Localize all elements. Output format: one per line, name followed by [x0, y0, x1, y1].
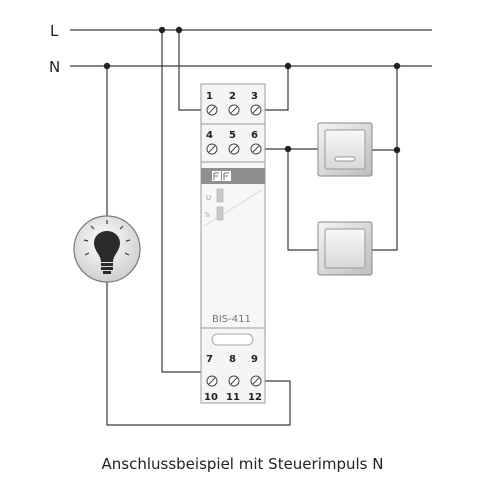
terminal-4-label: 4 — [206, 130, 213, 141]
terminal-10-label: 10 — [204, 392, 218, 403]
line-label-l: L — [50, 22, 59, 40]
terminal-7-label: 7 — [206, 354, 213, 365]
screw-terminal-1 — [206, 104, 218, 116]
brand-logo-icon — [212, 171, 231, 181]
indicator-led-relay — [216, 206, 224, 221]
screw-terminal-6 — [250, 143, 262, 155]
screw-terminal-10 — [206, 375, 218, 387]
push-button-switch-2 — [317, 221, 373, 276]
screw-terminal-2 — [228, 104, 240, 116]
screw-terminal-3 — [250, 104, 262, 116]
screw-terminal-11 — [228, 375, 240, 387]
junction-dots — [103, 26, 401, 154]
terminal-3-label: 3 — [251, 91, 258, 102]
terminal-2-label: 2 — [229, 91, 236, 102]
switch-indicator-icon — [334, 156, 356, 162]
terminal-11-label: 11 — [226, 392, 240, 403]
light-bulb-icon — [73, 215, 141, 283]
terminal-12-label: 12 — [248, 392, 262, 403]
relay-contact-icon — [204, 211, 210, 217]
diagram-caption: Anschlussbeispiel mit Steuerimpuls N — [101, 455, 384, 473]
terminal-6-label: 6 — [251, 130, 258, 141]
screw-terminal-4 — [206, 143, 218, 155]
line-label-n: N — [49, 58, 60, 76]
front-panel-stripe — [203, 189, 263, 227]
indicator-led-power — [216, 188, 224, 203]
screw-terminal-5 — [228, 143, 240, 155]
terminal-5-label: 5 — [229, 130, 236, 141]
indicator-u-label: U — [206, 194, 211, 202]
terminal-9-label: 9 — [251, 354, 258, 365]
push-button-switch-1 — [317, 122, 373, 177]
model-label: BIS-411 — [212, 314, 251, 325]
screw-terminal-12 — [250, 375, 262, 387]
front-panel-slot — [211, 333, 254, 346]
terminal-8-label: 8 — [229, 354, 236, 365]
terminal-1-label: 1 — [206, 91, 213, 102]
relay-module: 1 2 3 4 5 6 — [200, 83, 266, 404]
